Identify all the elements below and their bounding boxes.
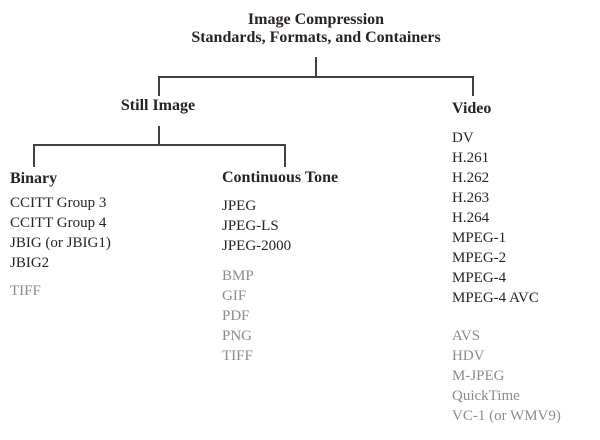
connector-level1-horizontal bbox=[158, 76, 474, 78]
list-item: MPEG-4 bbox=[452, 270, 507, 286]
list-item: H.261 bbox=[452, 150, 490, 166]
list-item: PDF bbox=[222, 308, 250, 324]
list-item: JBIG2 bbox=[10, 255, 50, 271]
list-item: H.263 bbox=[452, 190, 490, 206]
list-item: GIF bbox=[222, 288, 247, 304]
connector-continuous-tone-drop bbox=[284, 144, 286, 167]
list-item: BMP bbox=[222, 268, 254, 284]
continuous-tone-other-formats-list: BMP GIF PDF PNG TIFF bbox=[222, 266, 254, 366]
list-item: JPEG-LS bbox=[222, 218, 279, 234]
list-item: CCITT Group 3 bbox=[10, 195, 107, 211]
diagram-title-line2: Standards, Formats, and Containers bbox=[191, 28, 441, 46]
node-binary: Binary bbox=[10, 170, 58, 187]
connector-still-image-drop bbox=[158, 76, 160, 96]
list-item: MPEG-2 bbox=[452, 250, 507, 266]
list-item: VC-1 (or WMV9) bbox=[452, 408, 561, 424]
list-item: AVS bbox=[452, 328, 481, 344]
connector-binary-drop bbox=[33, 144, 35, 167]
list-item: H.262 bbox=[452, 170, 490, 186]
list-item: TIFF bbox=[222, 348, 253, 364]
list-item: M-JPEG bbox=[452, 368, 505, 384]
list-item: MPEG-4 AVC bbox=[452, 290, 539, 306]
node-still-image: Still Image bbox=[120, 97, 196, 114]
list-item: JBIG (or JBIG1) bbox=[10, 235, 111, 251]
list-item: H.264 bbox=[452, 210, 490, 226]
list-item: DV bbox=[452, 130, 474, 146]
list-item: JPEG bbox=[222, 198, 257, 214]
list-item: CCITT Group 4 bbox=[10, 215, 107, 231]
list-item: TIFF bbox=[10, 283, 41, 299]
list-item: QuickTime bbox=[452, 388, 520, 404]
connector-level2-horizontal bbox=[33, 144, 286, 146]
binary-other-formats-list: TIFF bbox=[10, 281, 41, 301]
connector-video-drop bbox=[472, 76, 474, 96]
diagram-title-line1: Image Compression bbox=[247, 11, 385, 28]
list-item: MPEG-1 bbox=[452, 230, 507, 246]
list-item: JPEG-2000 bbox=[222, 238, 292, 254]
node-video: Video bbox=[452, 100, 492, 117]
connector-title-stem bbox=[315, 57, 317, 77]
binary-standards-list: CCITT Group 3 CCITT Group 4 JBIG (or JBIG1… bbox=[10, 193, 111, 273]
list-item: HDV bbox=[452, 348, 485, 364]
list-item: PNG bbox=[222, 328, 253, 344]
continuous-tone-standards-list: JPEG JPEG-LS JPEG-2000 bbox=[222, 196, 291, 256]
diagram-title: Image Compression Standards, Formats, an… bbox=[191, 11, 440, 46]
connector-still-image-stem bbox=[158, 126, 160, 145]
node-continuous-tone: Continuous Tone bbox=[222, 169, 339, 186]
